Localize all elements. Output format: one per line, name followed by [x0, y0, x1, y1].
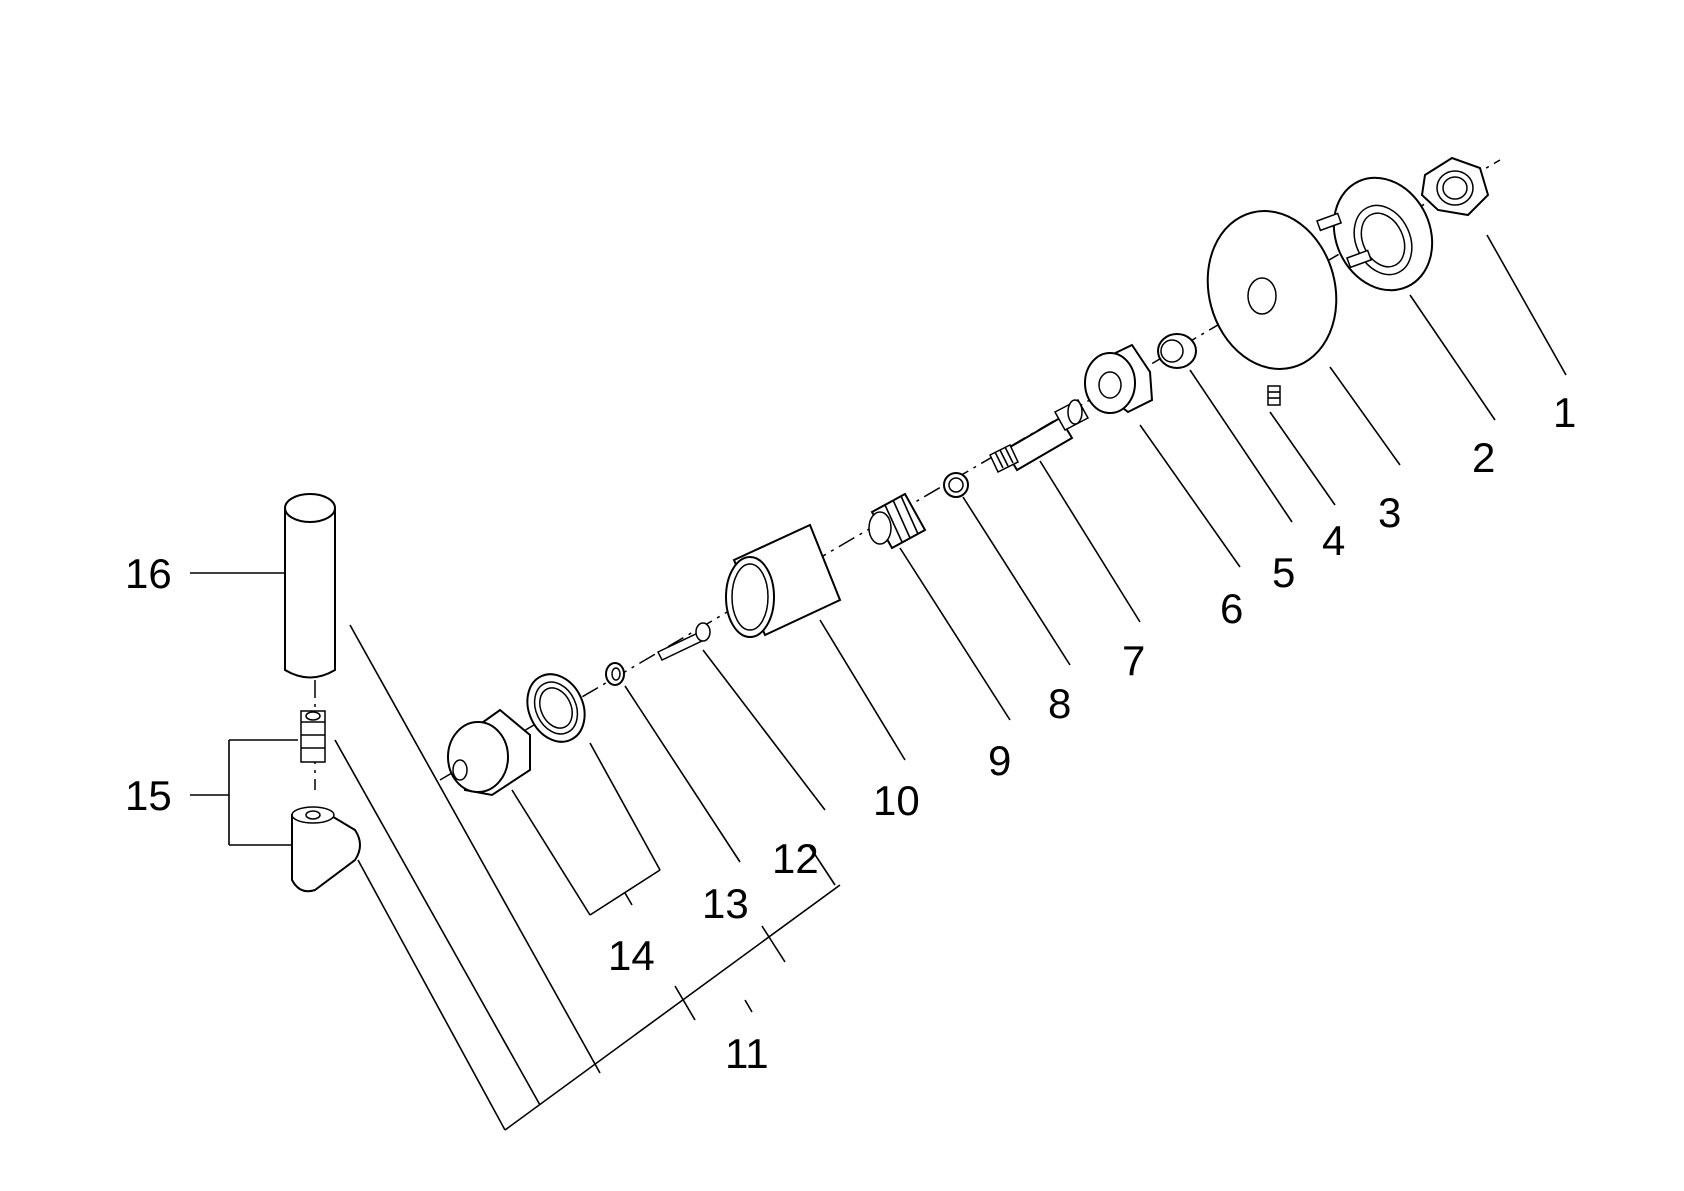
callout-6: 6: [1220, 585, 1243, 632]
part-6-bushing: [1084, 343, 1154, 414]
part-16-lever-handle: [284, 493, 336, 679]
part-4-grub-screw: [1267, 385, 1281, 406]
part-2-flange: [1316, 176, 1434, 292]
part-9-splined-adaptor: [868, 492, 927, 550]
part-8-o-ring: [943, 472, 969, 498]
callout-2: 2: [1472, 434, 1495, 481]
callout-9: 9: [988, 737, 1011, 784]
callout-10: 10: [873, 777, 920, 824]
part-14-ring-seat: [526, 673, 586, 743]
callout-4: 4: [1322, 517, 1345, 564]
callout-14: 14: [608, 932, 655, 979]
part-5-ring: [1157, 333, 1197, 369]
part-1-hex-nut: [1420, 156, 1490, 217]
callout-15: 15: [125, 772, 172, 819]
callout-3: 3: [1378, 489, 1401, 536]
part-10-sleeve: [725, 523, 842, 638]
callout-1: 1: [1553, 389, 1576, 436]
part-15-elbow-and-insert: [291, 710, 361, 893]
callout-7: 7: [1122, 637, 1145, 684]
part-12-screw: [656, 622, 711, 661]
callout-8: 8: [1048, 680, 1071, 727]
part-7-spindle: [989, 398, 1090, 474]
part-14-cap: [447, 708, 531, 797]
callout-5: 5: [1272, 549, 1295, 596]
callout-13: 13: [702, 880, 749, 927]
callout-11: 11: [725, 1030, 769, 1077]
callout-12: 12: [772, 835, 819, 882]
callout-16: 16: [125, 550, 172, 597]
part-3-escutcheon-plate: [1206, 210, 1338, 370]
part-13-washer: [605, 662, 625, 686]
leader-lines: [190, 234, 1567, 1131]
